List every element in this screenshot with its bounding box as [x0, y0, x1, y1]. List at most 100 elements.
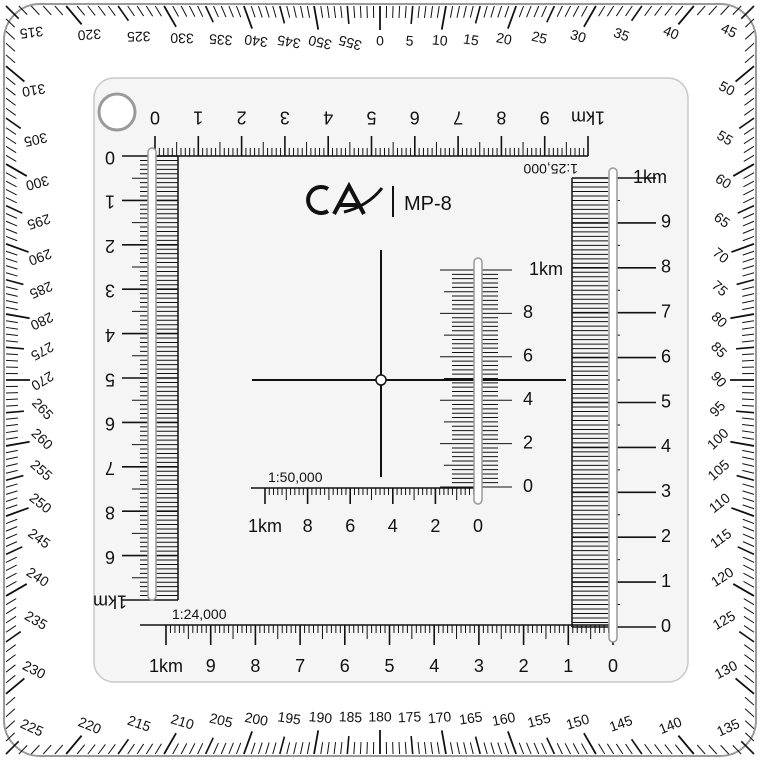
azimuth-tick: [743, 180, 755, 188]
azimuth-tick: [5, 87, 16, 96]
azimuth-tick: [258, 5, 263, 18]
azimuth-tick: [742, 250, 755, 256]
azimuth-tick: [735, 677, 755, 695]
azimuth-tick: [313, 730, 320, 755]
azimuth-tick: [674, 5, 684, 16]
azimuth-tick: [556, 5, 563, 18]
azimuth-tick: [5, 163, 28, 177]
azimuth-tick: [742, 556, 755, 563]
bottom-scale-label: 2: [519, 656, 529, 676]
azimuth-tick: [744, 674, 755, 684]
azimuth-tick: [743, 644, 755, 653]
azimuth-tick: [265, 742, 270, 755]
azimuth-tick: [340, 5, 343, 18]
azimuth-tick: [742, 320, 755, 324]
azimuth-tick: [410, 735, 414, 755]
azimuth-tick: [326, 5, 330, 18]
azimuth-tick: [456, 742, 460, 755]
azimuth-tick: [163, 5, 177, 28]
bottom-scale-label: 7: [295, 656, 305, 676]
azimuth-tick: [5, 213, 18, 219]
azimuth-label: 0: [376, 33, 384, 49]
azimuth-tick: [5, 654, 16, 663]
azimuth-tick: [5, 154, 17, 162]
azimuth-tick: [598, 5, 606, 17]
azimuth-tick: [744, 87, 755, 96]
azimuth-tick: [54, 5, 64, 16]
azimuth-tick: [744, 708, 755, 718]
azimuth-tick: [87, 5, 96, 16]
azimuth-tick: [732, 745, 742, 755]
azimuth-tick: [738, 630, 755, 643]
azimuth-tick: [5, 5, 20, 20]
right-scale-label: 9: [661, 212, 671, 232]
logo-c-icon: [306, 185, 330, 215]
azimuth-tick: [731, 507, 755, 517]
azimuth-tick: [5, 97, 16, 106]
azimuth-tick: [333, 742, 337, 755]
azimuth-tick: [732, 5, 742, 15]
azimuth-tick: [423, 742, 427, 755]
azimuth-tick: [5, 346, 25, 350]
azimuth-tick: [5, 243, 29, 253]
azimuth-tick: [5, 180, 17, 188]
azimuth-tick: [630, 5, 643, 22]
azimuth-tick: [430, 5, 434, 18]
azimuth-tick: [188, 743, 196, 755]
azimuth-tick: [654, 744, 663, 755]
azimuth-tick: [744, 42, 755, 52]
azimuth-label: 355: [336, 32, 363, 54]
azimuth-label: 160: [491, 709, 517, 729]
right-scale-label: 6: [661, 346, 671, 366]
azimuth-tick: [286, 5, 291, 18]
azimuth-tick: [742, 265, 755, 270]
azimuth-tick: [293, 742, 297, 755]
azimuth-tick: [741, 398, 755, 401]
azimuth-tick: [5, 423, 18, 427]
azimuth-tick: [744, 30, 755, 40]
azimuth-tick: [320, 742, 324, 755]
azimuth-tick: [5, 430, 18, 434]
azimuth-tick: [742, 449, 755, 454]
azimuth-label: 155: [526, 710, 553, 731]
azimuth-tick: [742, 258, 755, 263]
bottom-scale-label: 5: [384, 656, 394, 676]
azimuth-tick: [5, 546, 23, 556]
azimuth-tick: [743, 154, 755, 162]
azimuth-tick: [736, 474, 755, 481]
azimuth-label: 45: [719, 20, 740, 41]
azimuth-tick: [5, 136, 17, 145]
azimuth-tick: [5, 145, 17, 154]
azimuth-tick: [743, 615, 755, 624]
azimuth-tick: [5, 598, 17, 606]
azimuth-label: 300: [24, 173, 51, 195]
azimuth-tick: [5, 188, 17, 196]
azimuth-tick: [204, 737, 214, 755]
inner-v-scale-label: 8: [523, 302, 533, 322]
inner-h-scale-label: 4: [388, 516, 398, 536]
azimuth-label: 170: [427, 708, 452, 726]
azimuth-tick: [136, 5, 145, 17]
azimuth-tick: [398, 5, 401, 19]
azimuth-tick: [5, 526, 18, 532]
left-scale-label: 8: [105, 502, 115, 522]
azimuth-tick: [743, 564, 755, 572]
azimuth-tick: [5, 644, 17, 653]
azimuth-tick: [664, 744, 673, 755]
azimuth-tick: [606, 743, 615, 755]
top-scale-label: 6: [410, 107, 420, 127]
inner-h-scale-label: 8: [303, 516, 313, 536]
azimuth-tick: [5, 483, 18, 488]
azimuth-tick: [742, 228, 755, 234]
bottom-scale-label: 8: [250, 656, 260, 676]
hanging-hole-icon: [97, 92, 137, 132]
azimuth-label: 310: [21, 81, 47, 101]
azimuth-tick: [5, 293, 18, 297]
azimuth-tick: [546, 737, 556, 755]
azimuth-tick: [5, 507, 29, 517]
azimuth-tick: [353, 741, 356, 755]
azimuth-tick: [740, 5, 755, 20]
azimuth-tick: [5, 265, 18, 270]
azimuth-tick: [744, 97, 755, 106]
azimuth-tick: [5, 625, 17, 633]
